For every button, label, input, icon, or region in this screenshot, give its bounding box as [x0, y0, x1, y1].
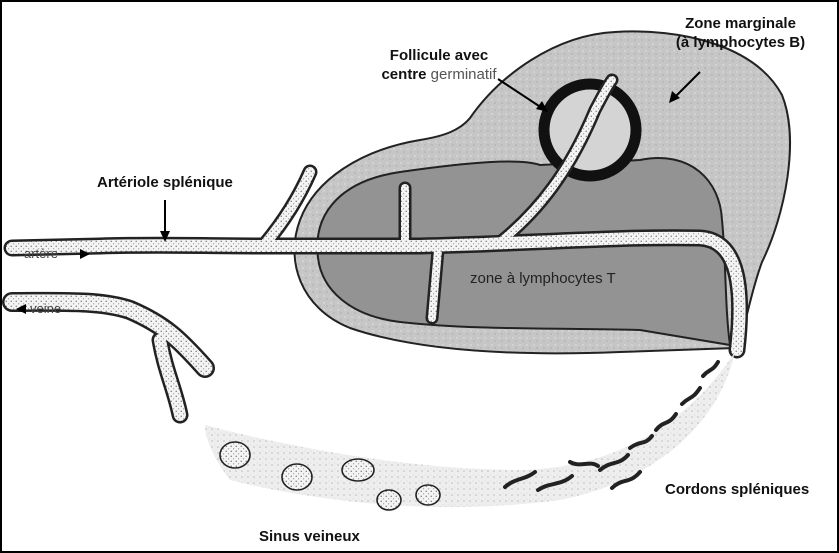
zone-marginale-line-1: Zone marginale: [668, 14, 813, 33]
arteriole-label: Artériole splénique: [97, 173, 233, 192]
sinus-label: Sinus veineux: [259, 527, 360, 546]
zone-t-label: zone à lymphocytes T: [470, 269, 616, 288]
artere-label: artère: [24, 244, 58, 263]
follicule-line-2: centre germinatif: [370, 65, 508, 84]
follicule-label: Follicule avec centre germinatif: [370, 46, 508, 84]
cordons-label: Cordons spléniques: [665, 480, 809, 499]
veine-label: veine: [30, 299, 61, 318]
follicule-centre-text: centre: [381, 66, 426, 83]
zone-marginale-label: Zone marginale (à lymphocytes B): [668, 14, 813, 52]
zone-marginale-line-2: (à lymphocytes B): [668, 33, 813, 52]
follicule-germinatif-text: germinatif: [431, 66, 497, 83]
follicule-line-1: Follicule avec: [370, 46, 508, 65]
